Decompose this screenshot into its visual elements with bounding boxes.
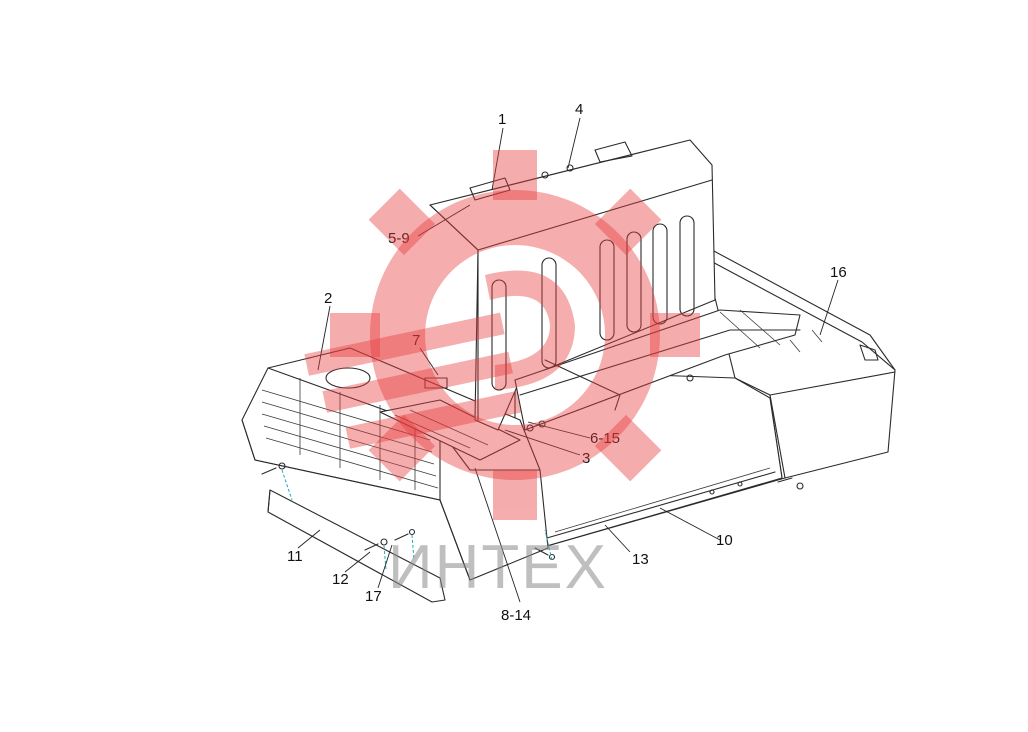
cross-bracket [514, 309, 801, 432]
watermark-text: ИНТЕХ [388, 533, 608, 602]
callout-12: 12 [332, 571, 349, 588]
bottom-bracket [267, 489, 446, 603]
leader-lines [297, 117, 839, 603]
callout-4: 4 [575, 101, 583, 118]
callout-10: 10 [716, 532, 733, 549]
callout-3: 3 [582, 450, 590, 467]
callout-17: 17 [365, 588, 382, 605]
callout-7: 7 [412, 332, 420, 349]
watermark: ИНТЕХ [304, 150, 700, 602]
left-housing [241, 347, 549, 581]
callout-5-9: 5-9 [388, 230, 410, 247]
callout-16: 16 [830, 264, 847, 281]
callout-11: 11 [287, 548, 303, 565]
callout-6-15: 6-15 [590, 430, 620, 447]
assembly-guides [281, 469, 553, 571]
callout-13: 13 [632, 551, 649, 568]
callouts: 1 4 5-9 16 2 7 6-15 3 10 11 12 13 17 8-1… [287, 101, 847, 624]
callout-1: 1 [498, 111, 506, 128]
gear-logo-icon [304, 150, 700, 520]
front-grille [261, 378, 439, 490]
callout-2: 2 [324, 290, 332, 307]
callout-8-14: 8-14 [501, 607, 531, 624]
